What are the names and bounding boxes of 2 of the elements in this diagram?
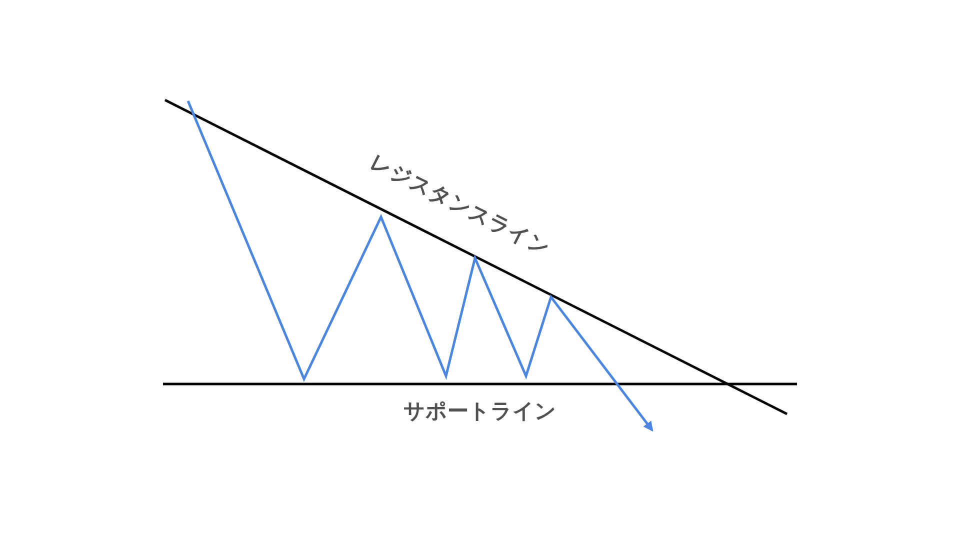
line-label: サポートライン	[404, 400, 556, 422]
line-label: レジスタンスライン	[366, 151, 554, 259]
